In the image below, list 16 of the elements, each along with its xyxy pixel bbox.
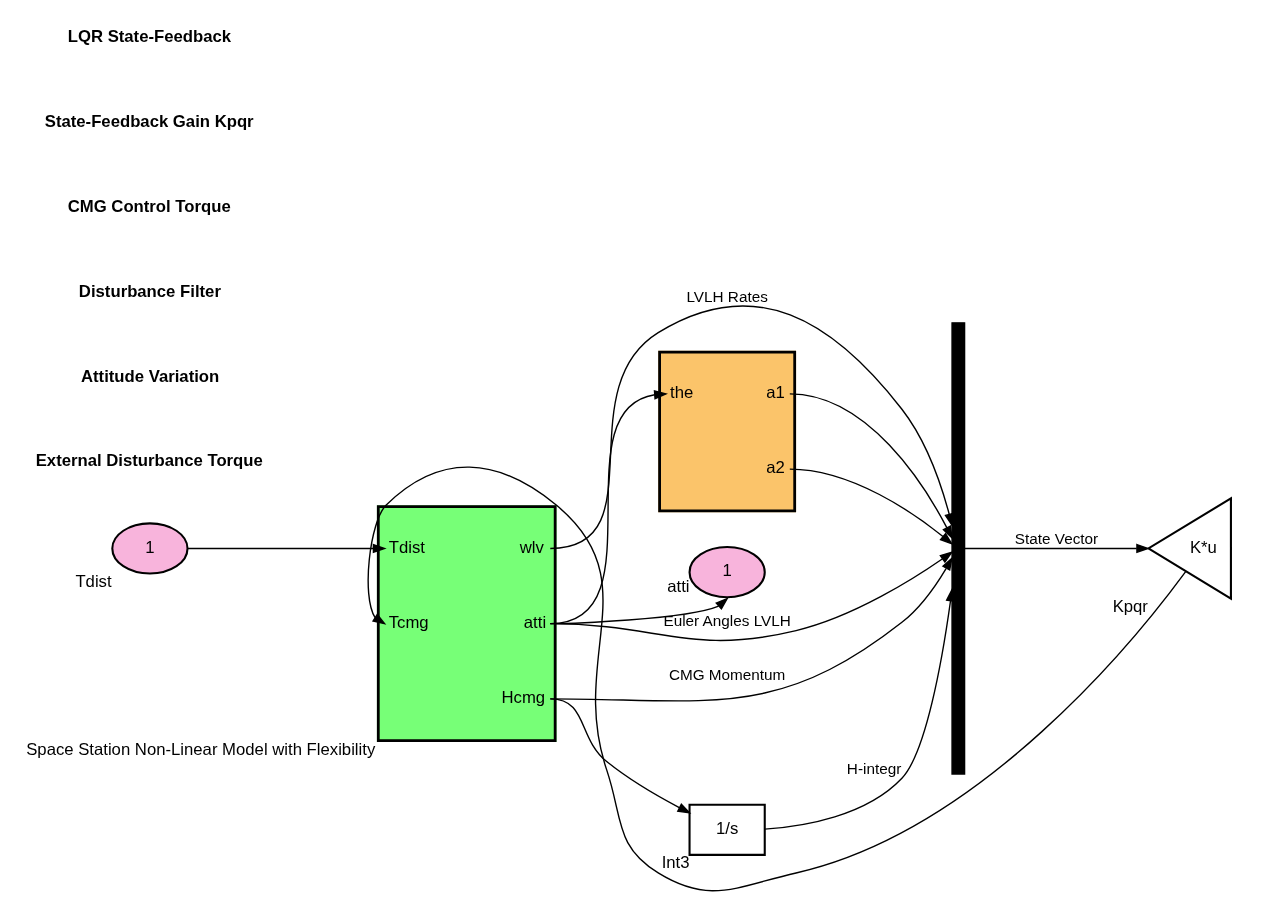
node-label: atti	[667, 577, 690, 597]
label: Disturbance Filter	[78, 281, 221, 301]
edge-label: LVLH Rates	[686, 287, 768, 305]
edge-label: H-integr	[846, 759, 902, 777]
label: Attitude Variation	[80, 366, 220, 386]
node-label: Kpqr	[1112, 596, 1148, 616]
edge-label: State Vector	[1014, 530, 1099, 548]
edge-label: CMG Momentum	[668, 666, 786, 684]
label: LQR State-Feedback	[67, 26, 232, 46]
label: State-Feedback Gain Kpqr	[44, 111, 254, 131]
node-label: Tdist	[75, 571, 112, 591]
edge-label: Euler Angles LVLH	[663, 612, 791, 630]
label: CMG Control Torque	[67, 196, 231, 216]
node-label: Space Station Non-Linear Model with Flexibility	[26, 740, 376, 760]
node-label: Int3	[661, 853, 690, 873]
label: External Disturbance Torque	[35, 451, 263, 471]
